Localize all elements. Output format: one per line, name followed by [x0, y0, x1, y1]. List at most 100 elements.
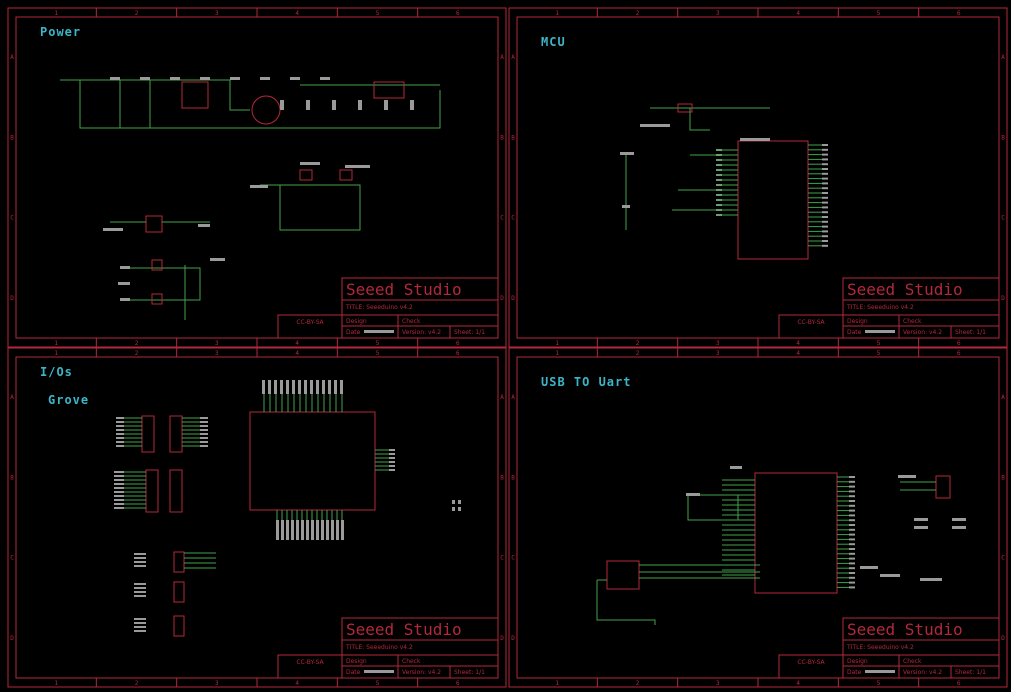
check-label: Check — [402, 658, 421, 665]
pin-label — [849, 524, 855, 526]
pin-label — [200, 429, 208, 431]
column-marker-bottom: 5 — [376, 680, 380, 687]
net-wire — [60, 79, 250, 111]
row-marker-left: D — [10, 635, 14, 642]
pin-label — [281, 520, 284, 540]
pin-label — [331, 520, 334, 540]
pin-label — [822, 182, 828, 185]
column-marker-bottom: 3 — [215, 340, 219, 347]
check-label: Check — [402, 318, 421, 325]
pin-label — [822, 211, 828, 214]
version-label: Version: v4.2 — [903, 329, 942, 336]
pin-label — [849, 495, 855, 498]
version-label: Version: v4.2 — [903, 669, 942, 676]
component-body — [173, 615, 185, 637]
pin-label — [822, 206, 828, 209]
row-marker-left: B — [511, 474, 515, 481]
pin-label — [849, 533, 855, 536]
column-marker-bottom: 5 — [877, 340, 881, 347]
pin-label — [822, 196, 828, 199]
date-label: Date — [847, 329, 862, 336]
pin-label — [116, 425, 124, 427]
pin-label — [849, 480, 855, 483]
component-body — [173, 551, 185, 573]
design-label: Design — [847, 658, 868, 665]
pin-label — [114, 483, 124, 485]
pin-label — [740, 138, 770, 141]
pin-label — [849, 490, 855, 493]
component-body — [606, 560, 640, 590]
license-label: CC-BY-SA — [797, 319, 825, 326]
pin-label — [822, 172, 828, 175]
pin-label — [849, 552, 855, 555]
brand-name: Seeed Studio — [847, 280, 963, 299]
column-marker-bottom: 3 — [215, 680, 219, 687]
column-marker-top: 6 — [957, 350, 961, 357]
pin-label — [250, 185, 268, 188]
component-body — [373, 81, 405, 99]
pin-label — [306, 100, 310, 110]
row-marker-right: D — [1001, 295, 1005, 302]
pin-label — [134, 618, 146, 620]
pin-label — [304, 380, 307, 394]
pin-label — [849, 538, 855, 541]
circuit-drawings — [60, 77, 966, 637]
column-marker-top: 1 — [555, 350, 559, 357]
pin-label — [849, 581, 855, 584]
license-box — [778, 314, 844, 339]
column-marker-top: 5 — [877, 10, 881, 17]
column-marker-bottom: 1 — [555, 680, 559, 687]
pin-label — [384, 100, 388, 110]
pin-label — [389, 461, 395, 463]
pin-label — [849, 514, 855, 517]
pin-label — [134, 595, 146, 597]
component-body — [151, 259, 163, 271]
row-marker-right: A — [500, 394, 504, 401]
column-marker-top: 4 — [295, 350, 299, 357]
row-marker-right: C — [1001, 215, 1005, 222]
row-marker-right: A — [500, 54, 504, 61]
pin-label — [200, 425, 208, 427]
pin-label — [328, 380, 331, 394]
pin-label — [389, 465, 395, 467]
pin-label — [822, 240, 828, 242]
pin-label — [200, 77, 210, 80]
pin-label — [306, 520, 309, 540]
pin-label — [316, 520, 319, 540]
pin-label — [730, 466, 742, 469]
pin-label — [849, 476, 855, 478]
pin-label — [262, 380, 265, 394]
pin-label — [134, 591, 146, 593]
pin-label — [300, 162, 320, 165]
design-label: Design — [847, 318, 868, 325]
pin-label — [134, 557, 146, 559]
column-marker-top: 1 — [54, 10, 58, 17]
component-body — [181, 81, 209, 109]
column-marker-bottom: 5 — [877, 680, 881, 687]
title-line: TITLE: Seeeduino v4.2 — [345, 644, 413, 651]
pin-label — [849, 586, 855, 589]
column-marker-top: 5 — [376, 10, 380, 17]
title-block-border — [842, 617, 1000, 679]
row-marker-left: C — [10, 555, 14, 562]
net-wire — [260, 184, 361, 231]
pin-label — [822, 163, 828, 166]
component-body — [677, 103, 693, 113]
pin-label — [822, 153, 828, 156]
column-marker-bottom: 1 — [54, 340, 58, 347]
column-marker-bottom: 2 — [636, 680, 640, 687]
pin-label — [452, 500, 455, 504]
row-marker-right: D — [500, 635, 504, 642]
pin-label — [849, 500, 855, 502]
column-marker-top: 2 — [636, 350, 640, 357]
component-body — [299, 169, 313, 181]
pin-label — [822, 168, 828, 170]
column-marker-top: 2 — [135, 10, 139, 17]
pin-label — [849, 576, 855, 579]
column-marker-bottom: 6 — [456, 680, 460, 687]
pin-label — [622, 205, 630, 208]
row-marker-left: C — [10, 215, 14, 222]
net-wire — [596, 580, 656, 625]
row-marker-left: A — [10, 54, 14, 61]
